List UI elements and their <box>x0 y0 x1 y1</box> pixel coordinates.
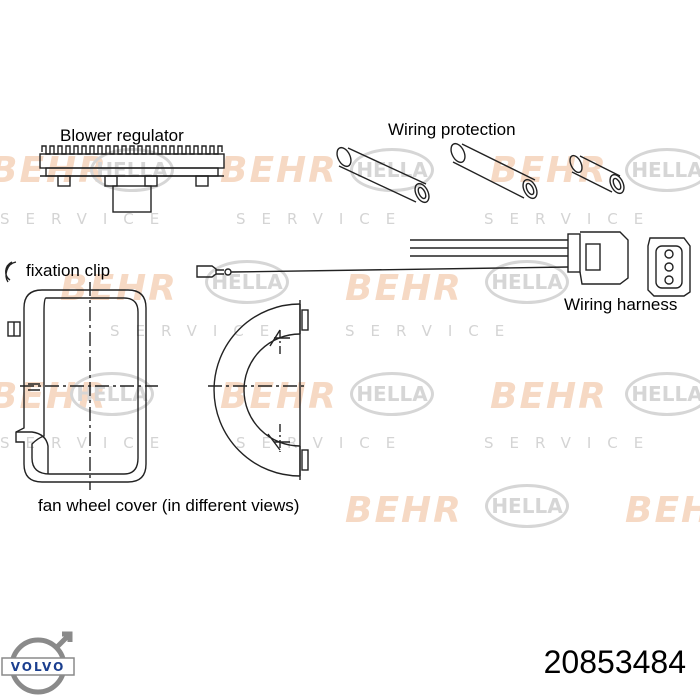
hella-watermark: HELLA <box>485 484 569 528</box>
volvo-logo: VOLVO <box>1 631 75 695</box>
hella-watermark: HELLA <box>485 260 569 304</box>
behr-watermark: BEHR <box>345 490 463 531</box>
blower-regulator-drawing <box>39 145 225 213</box>
wiring-harness-drawing <box>196 231 691 297</box>
behr-watermark: BEHR <box>490 150 608 191</box>
behr-watermark: BEHR <box>220 150 338 191</box>
hella-watermark: HELLA <box>90 148 174 192</box>
fan-wheel-cover-label: fan wheel cover (in different views) <box>38 496 300 515</box>
service-watermark: SERVICE <box>345 322 521 340</box>
behr-watermark: BEHR <box>345 268 463 309</box>
fixation-clip-drawing <box>5 261 17 283</box>
part-number: 20853484 <box>543 644 686 680</box>
behr-watermark: BEHR <box>0 150 108 191</box>
service-watermark: SERVICE <box>236 434 412 452</box>
fan-cover-front-drawing <box>208 300 309 480</box>
behr-watermark: BEHR <box>625 490 700 531</box>
volvo-logo-text: VOLVO <box>11 660 66 674</box>
behr-watermark: BEHR <box>60 268 178 309</box>
wiring-protection-drawing <box>336 142 625 204</box>
hella-watermark: HELLA <box>625 372 700 416</box>
service-watermark: SERVICE <box>0 210 176 228</box>
hella-watermark: HELLA <box>205 260 289 304</box>
fixation-clip-label: fixation clip <box>26 261 111 280</box>
fan-cover-side-drawing <box>7 282 158 490</box>
hella-watermark: HELLA <box>70 372 154 416</box>
hella-watermark: HELLA <box>625 148 700 192</box>
blower-regulator-label: Blower regulator <box>60 126 184 145</box>
service-watermark: SERVICE <box>484 210 660 228</box>
service-watermark: SERVICE <box>236 210 412 228</box>
hella-watermark: HELLA <box>350 372 434 416</box>
hella-watermark: HELLA <box>350 148 434 192</box>
behr-watermark: BEHR <box>490 376 608 417</box>
service-watermark: SERVICE <box>110 322 286 340</box>
service-watermark: SERVICE <box>484 434 660 452</box>
wiring-protection-label: Wiring protection <box>388 120 516 139</box>
wiring-harness-label: Wiring harness <box>564 295 678 314</box>
behr-watermark: BEHR <box>220 376 338 417</box>
